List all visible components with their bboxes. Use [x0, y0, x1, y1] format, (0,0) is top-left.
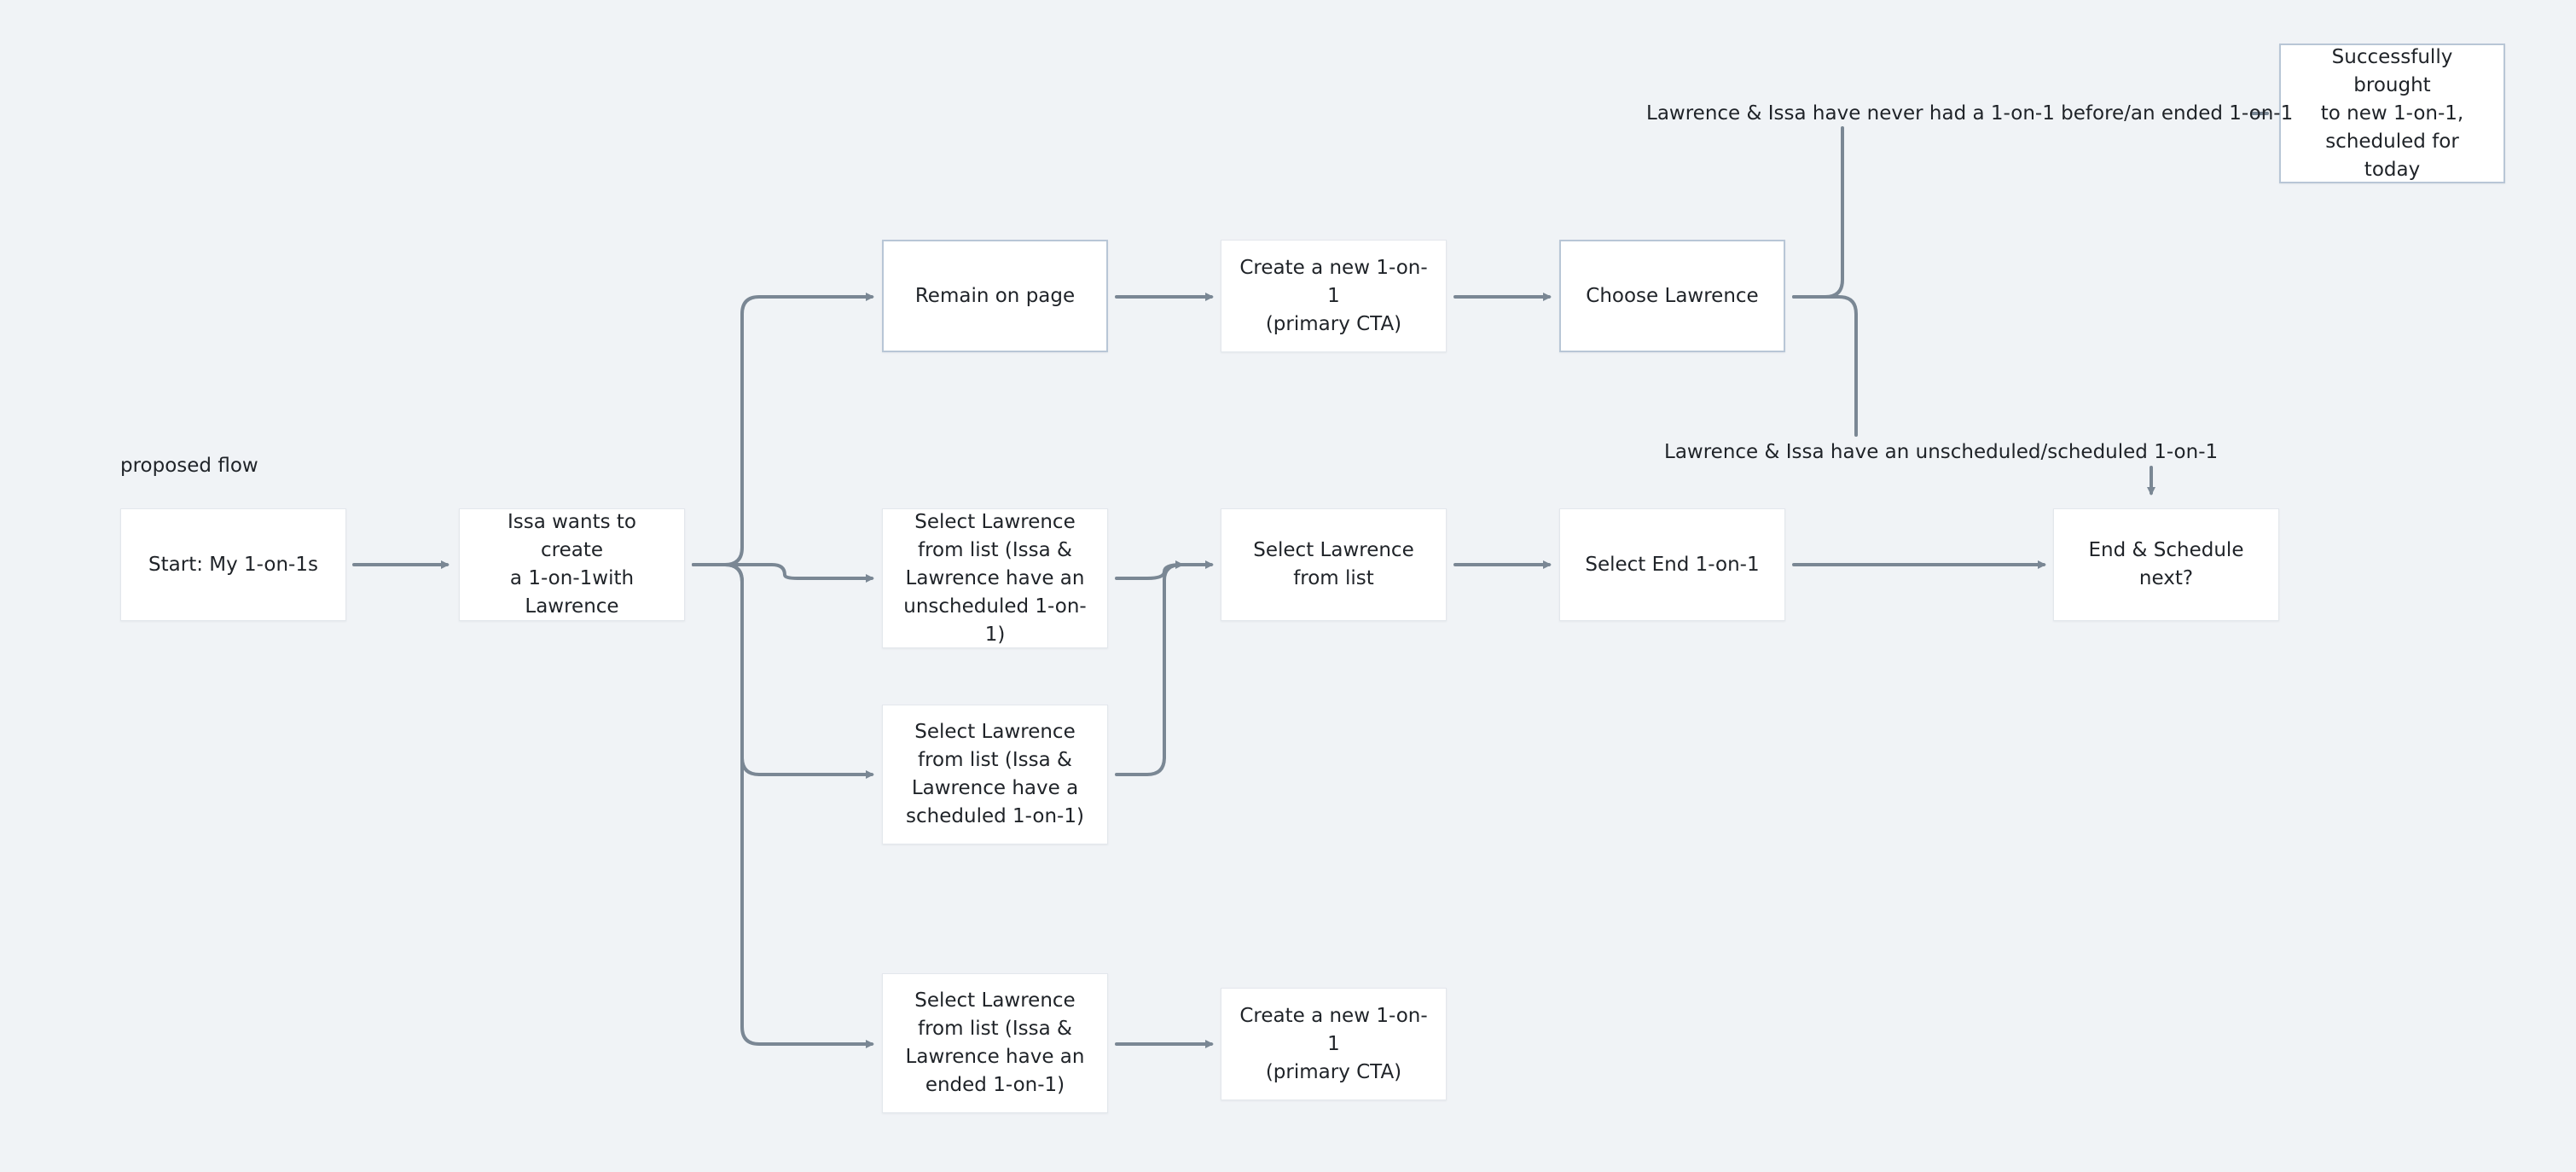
condition-never-had: Lawrence & Issa have never had a 1-on-1 …	[1646, 102, 2294, 125]
select-end-node[interactable]: Select End 1-on-1	[1559, 508, 1785, 621]
choose-lawrence-node[interactable]: Choose Lawrence	[1559, 240, 1785, 352]
connector-intent-to-select-ended	[692, 563, 874, 1048]
success-node[interactable]: Successfully brought to new 1-on-1, sche…	[2279, 44, 2505, 183]
start-node[interactable]: Start: My 1-on-1s	[120, 508, 346, 621]
create-new-node-bottom[interactable]: Create a new 1-on-1 (primary CTA)	[1221, 988, 1447, 1100]
connector-intent-to-remain	[692, 293, 874, 566]
condition-has-existing: Lawrence & Issa have an unscheduled/sche…	[1664, 441, 2219, 463]
select-ended-node[interactable]: Select Lawrence from list (Issa & Lawren…	[882, 973, 1108, 1113]
remain-on-page-node[interactable]: Remain on page	[882, 240, 1108, 352]
select-from-list-node[interactable]: Select Lawrence from list	[1221, 508, 1447, 621]
connector-scheduled-to-select-list	[1115, 560, 1184, 776]
intent-node[interactable]: Issa wants to create a 1-on-1with Lawren…	[459, 508, 685, 621]
create-new-node-top[interactable]: Create a new 1-on-1 (primary CTA)	[1221, 240, 1447, 352]
select-scheduled-node[interactable]: Select Lawrence from list (Issa & Lawren…	[882, 705, 1108, 844]
connector-intent-to-select-scheduled	[692, 563, 874, 779]
connector-choose-to-never-had	[1792, 126, 1844, 299]
end-schedule-node[interactable]: End & Schedule next?	[2053, 508, 2279, 621]
select-unscheduled-node[interactable]: Select Lawrence from list (Issa & Lawren…	[882, 508, 1108, 648]
connector-choose-to-has-existing	[1792, 295, 1858, 437]
flow-title: proposed flow	[120, 455, 258, 477]
connector-intent-to-select-unscheduled	[692, 563, 874, 583]
